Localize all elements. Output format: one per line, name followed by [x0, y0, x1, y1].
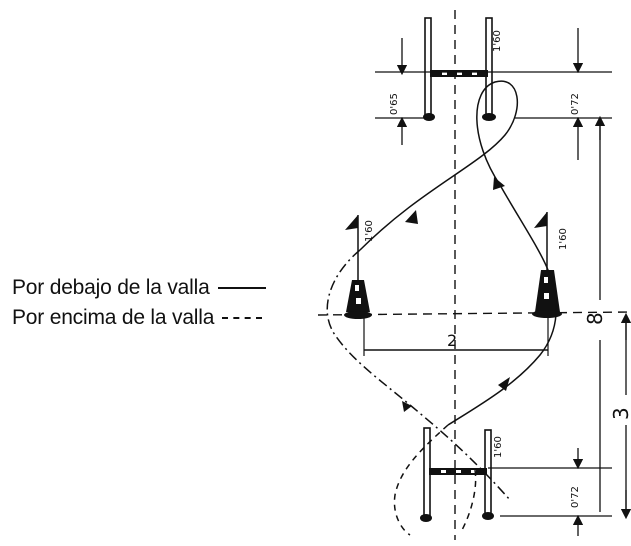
legend-below-hurdle: Por debajo de la valla: [12, 276, 266, 300]
bottom-hurdle: [420, 427, 494, 522]
top-gap-right-label: 0'72: [570, 93, 581, 115]
bottom-gap-label: 0'72: [570, 486, 581, 508]
top-pole-height-label: 1'60: [492, 30, 503, 52]
dashed-line-sample: [222, 317, 263, 320]
path-arrow-4: [402, 401, 412, 412]
left-cone-height-label: 1'60: [364, 220, 375, 242]
lower-section-label: 3: [609, 407, 631, 420]
running-path: [326, 80, 557, 536]
top-gap-left-label: 0'65: [389, 93, 400, 115]
legend-below-label: Por debajo de la valla: [12, 276, 210, 299]
left-cone: [344, 215, 372, 319]
right-cone: [532, 212, 562, 318]
cone-spacing-label: 2: [447, 331, 457, 350]
path-arrow-1: [405, 210, 418, 224]
total-length-label: 8: [583, 312, 607, 325]
path-arrow-3: [498, 377, 510, 391]
right-cone-height-label: 1'60: [558, 228, 569, 250]
path-arrow-2: [493, 177, 505, 190]
legend-over-label: Por encima de la valla: [12, 306, 215, 329]
bottom-pole-height-label: 1'60: [493, 436, 504, 458]
solid-line-sample: [217, 287, 266, 290]
top-hurdle: [423, 17, 496, 121]
legend-over-hurdle: Por encima de la valla: [12, 306, 263, 330]
